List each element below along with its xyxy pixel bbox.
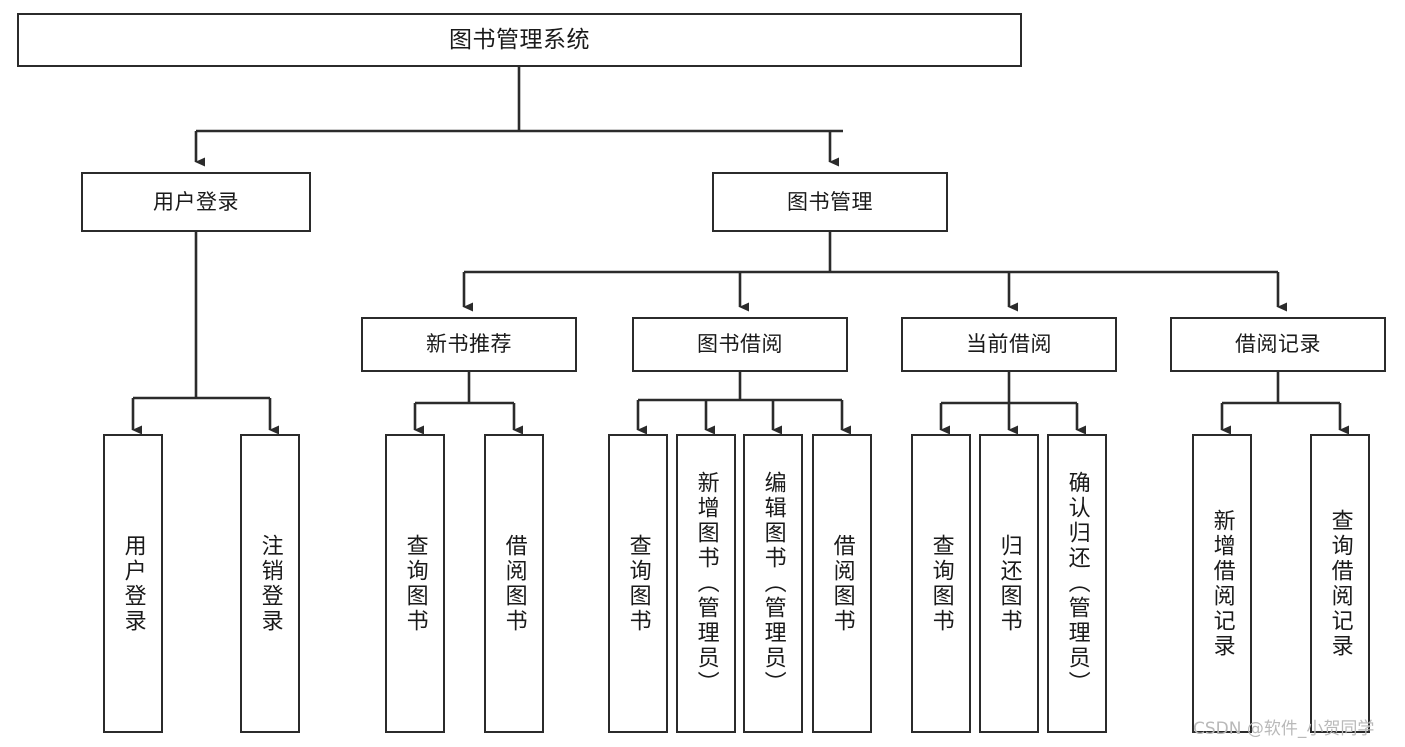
node-label: 新增图书（管理员） bbox=[693, 471, 719, 696]
node-label: 编辑图书（管理员） bbox=[760, 471, 786, 696]
node-label: 借阅记录 bbox=[1235, 332, 1321, 357]
node-label: 确认归还（管理员） bbox=[1064, 471, 1090, 696]
node-leaf-borrow-book-2[interactable]: 借阅图书 bbox=[812, 434, 872, 733]
node-label: 图书管理系统 bbox=[449, 26, 590, 53]
node-leaf-query-book-1[interactable]: 查询图书 bbox=[385, 434, 445, 733]
node-leaf-borrow-book-1[interactable]: 借阅图书 bbox=[484, 434, 544, 733]
node-leaf-user-login[interactable]: 用户登录 bbox=[103, 434, 163, 733]
watermark-text: CSDN @软件_小贺同学 bbox=[1193, 719, 1375, 739]
node-new-book-recommend[interactable]: 新书推荐 bbox=[361, 317, 577, 372]
node-current-borrow[interactable]: 当前借阅 bbox=[901, 317, 1117, 372]
node-label: 归还图书 bbox=[996, 533, 1022, 634]
node-label: 借阅图书 bbox=[829, 533, 855, 634]
node-label: 用户登录 bbox=[120, 533, 146, 634]
node-label: 查询借阅记录 bbox=[1327, 508, 1353, 659]
node-leaf-add-book[interactable]: 新增图书（管理员） bbox=[676, 434, 736, 733]
node-root-book-management-system[interactable]: 图书管理系统 bbox=[17, 13, 1022, 67]
node-leaf-query-record[interactable]: 查询借阅记录 bbox=[1310, 434, 1370, 733]
node-leaf-edit-book[interactable]: 编辑图书（管理员） bbox=[743, 434, 803, 733]
node-label: 新书推荐 bbox=[426, 332, 512, 357]
node-leaf-confirm-return[interactable]: 确认归还（管理员） bbox=[1047, 434, 1107, 733]
node-borrow-record[interactable]: 借阅记录 bbox=[1170, 317, 1386, 372]
node-leaf-query-book-2[interactable]: 查询图书 bbox=[608, 434, 668, 733]
node-label: 用户登录 bbox=[153, 189, 239, 214]
node-leaf-logout-login[interactable]: 注销登录 bbox=[240, 434, 300, 733]
node-label: 借阅图书 bbox=[501, 533, 527, 634]
node-book-management[interactable]: 图书管理 bbox=[712, 172, 948, 232]
node-label: 图书管理 bbox=[787, 189, 873, 214]
node-book-borrow[interactable]: 图书借阅 bbox=[632, 317, 848, 372]
node-label: 查询图书 bbox=[402, 533, 428, 634]
node-label: 查询图书 bbox=[625, 533, 651, 634]
node-leaf-return-book[interactable]: 归还图书 bbox=[979, 434, 1039, 733]
node-label: 图书借阅 bbox=[697, 332, 783, 357]
node-label: 查询图书 bbox=[928, 533, 954, 634]
node-user-login[interactable]: 用户登录 bbox=[81, 172, 311, 232]
node-leaf-add-record[interactable]: 新增借阅记录 bbox=[1192, 434, 1252, 733]
node-leaf-query-book-3[interactable]: 查询图书 bbox=[911, 434, 971, 733]
node-label: 当前借阅 bbox=[966, 332, 1052, 357]
node-label: 新增借阅记录 bbox=[1209, 508, 1235, 659]
node-label: 注销登录 bbox=[257, 533, 283, 634]
